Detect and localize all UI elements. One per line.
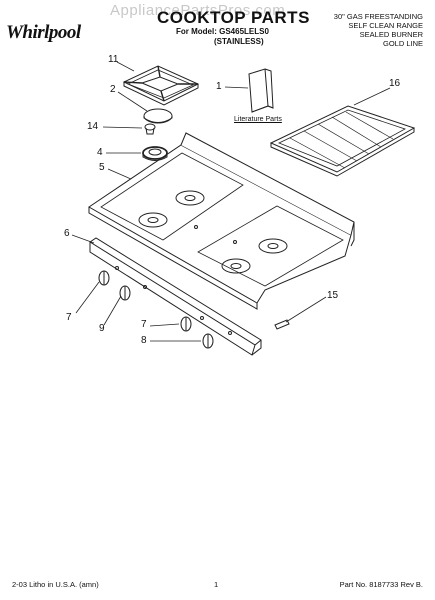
- griddle-grate: [269, 105, 416, 177]
- screw: [274, 319, 290, 330]
- callout-label: 1: [216, 81, 222, 92]
- cooktop-panel: [88, 132, 355, 310]
- callout-label: 7: [141, 319, 147, 330]
- callout-label: 5: [99, 162, 105, 173]
- model-variant: (STAINLESS): [214, 37, 264, 46]
- burner-cap: [143, 108, 173, 124]
- control-knobs: [98, 270, 214, 349]
- burner-grate: [122, 65, 200, 106]
- model-line: For Model: GS465LELS0: [176, 27, 269, 36]
- literature-box: [248, 68, 274, 113]
- leader-lines: [71, 61, 391, 342]
- callout-label: 15: [327, 290, 339, 301]
- footer-litho: 2-03 Litho in U.S.A. (amn): [12, 580, 99, 589]
- footer-part-number: Part No. 8187733 Rev B.: [339, 580, 423, 589]
- brand-logo: Whirlpool: [6, 22, 81, 43]
- description-line: SEALED BURNER: [359, 30, 423, 39]
- control-panel: [89, 237, 262, 356]
- callout-label: 6: [64, 228, 70, 239]
- description-line: GOLD LINE: [382, 39, 423, 48]
- literature-parts-label: Literature Parts: [234, 116, 282, 123]
- page-title: COOKTOP PARTS: [157, 8, 310, 27]
- footer-page-number: 1: [214, 580, 219, 589]
- callout-label: 8: [141, 335, 147, 346]
- burner-base: [142, 146, 168, 161]
- callout-label: 16: [389, 78, 401, 89]
- callout-label: 11: [108, 54, 119, 65]
- watermark: AppliancePartsPros.com: [110, 2, 286, 19]
- callout-label: 2: [110, 84, 116, 95]
- description-line: 30" GAS FREESTANDING: [333, 12, 423, 21]
- callout-label: 9: [99, 323, 105, 334]
- callout-label: 7: [66, 312, 72, 323]
- description-line: SELF CLEAN RANGE: [348, 21, 423, 30]
- screw: [144, 123, 156, 135]
- callout-label: 14: [87, 121, 99, 132]
- callout-label: 4: [97, 147, 103, 158]
- product-description: 30" GAS FREESTANDING SELF CLEAN RANGE SE…: [334, 12, 423, 48]
